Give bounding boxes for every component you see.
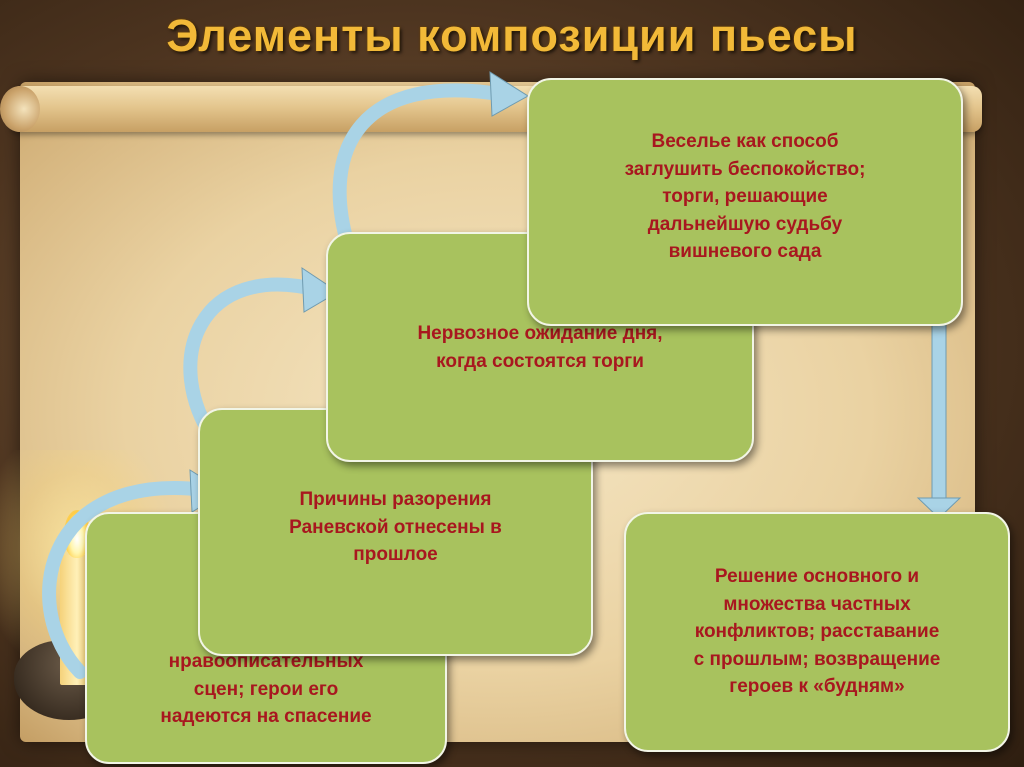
arrow-exposition-to-plot	[42, 481, 212, 679]
arrow-plot-to-development	[183, 277, 325, 447]
denouement-text: Решение основного и множества частных ко…	[693, 566, 941, 698]
denouement-box: Решение основного и множества частных ко…	[624, 512, 1010, 752]
arrow-development-to-climax-head	[489, 71, 529, 117]
climax-text: Веселье как способ заглушить беспокойств…	[624, 131, 866, 263]
arrow-development-to-climax	[332, 83, 512, 252]
arrow-climax-to-denouement	[931, 321, 947, 501]
plot-text: Причины разорения Раневской отнесены в п…	[289, 489, 502, 566]
climax-box: Веселье как способ заглушить беспокойств…	[527, 78, 963, 326]
arrow-plot-to-development-head	[301, 267, 339, 313]
slide-title: Элементы композиции пьесы	[166, 10, 858, 61]
scroll-roll-end	[0, 86, 40, 132]
arrow-climax-to-denouement-head	[916, 497, 962, 519]
development-text: Нервозное ожидание дня, когда состоятся …	[417, 323, 663, 372]
